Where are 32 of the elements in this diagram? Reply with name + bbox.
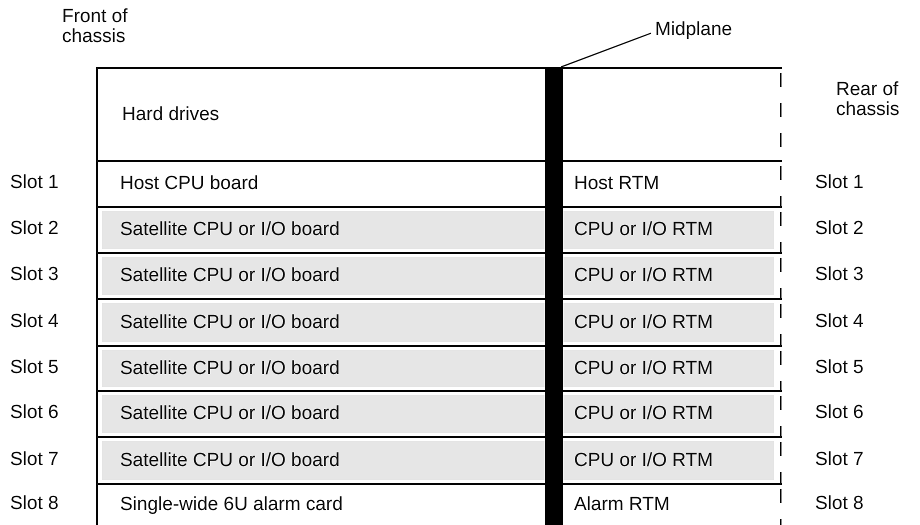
- board-slot: CPU or I/O RTM: [563, 298, 782, 345]
- slot-label: Slot 5: [10, 358, 59, 378]
- slot-label: Slot 1: [10, 173, 59, 193]
- board-slot: CPU or I/O RTM: [563, 252, 782, 298]
- slot-label: Slot 4: [10, 312, 59, 332]
- slot-label: Slot 3: [815, 265, 864, 285]
- board-slot: CPU or I/O RTM: [563, 436, 782, 483]
- front-label: Front of chassis: [62, 7, 128, 47]
- board-slot: CPU or I/O RTM: [563, 390, 782, 436]
- slot-label: Slot 3: [10, 265, 59, 285]
- slot-label: Slot 1: [815, 173, 864, 193]
- slot-label: Slot 4: [815, 312, 864, 332]
- board-slot: Single-wide 6U alarm card: [96, 483, 545, 525]
- slot-label: Slot 8: [815, 494, 864, 514]
- slot-label: Slot 5: [815, 358, 864, 378]
- slot-label: Slot 6: [815, 403, 864, 423]
- board-slot: Host RTM: [563, 160, 782, 206]
- rear-label: Rear of chassis: [836, 80, 900, 120]
- slot-label: Slot 8: [10, 494, 59, 514]
- slot-label: Slot 2: [10, 219, 59, 239]
- drive-bay: Hard drives: [96, 67, 782, 160]
- board-slot: Alarm RTM: [563, 483, 782, 525]
- slot-label: Slot 2: [815, 219, 864, 239]
- leader-line: [560, 32, 652, 68]
- board-slot: Host CPU board: [96, 160, 545, 206]
- slot-label: Slot 6: [10, 403, 59, 423]
- midplane-bar: [545, 67, 563, 525]
- slot-label: Slot 7: [815, 450, 864, 470]
- slot-label: Slot 7: [10, 450, 59, 470]
- board-slot: CPU or I/O RTM: [563, 206, 782, 252]
- midplane-label: Midplane: [655, 20, 732, 40]
- board-slot: CPU or I/O RTM: [563, 345, 782, 390]
